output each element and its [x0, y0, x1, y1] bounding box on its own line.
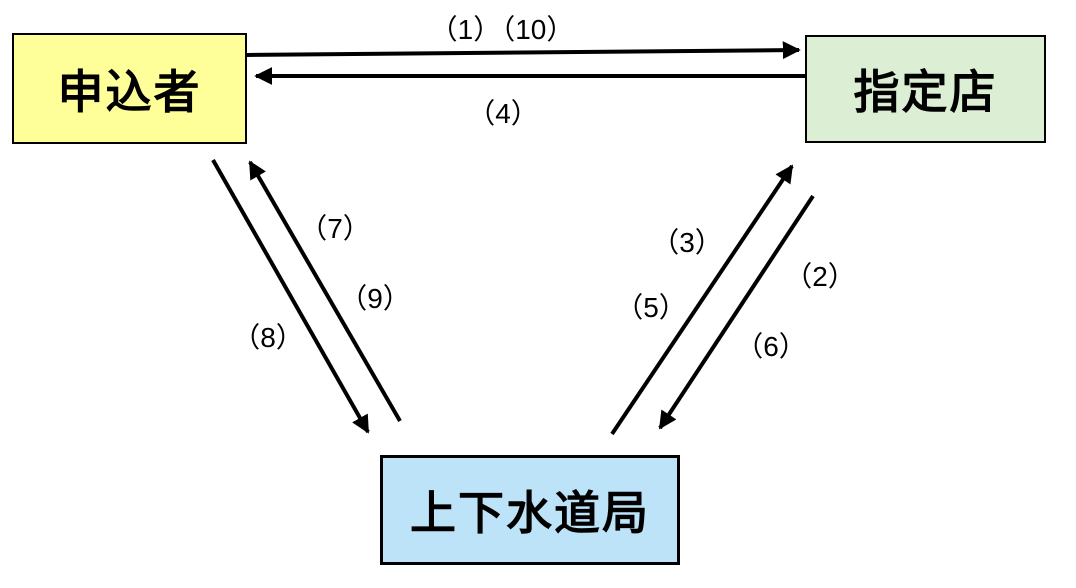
- edge-label-8: （8）: [232, 322, 304, 353]
- edge-label-5: （5）: [615, 292, 687, 323]
- node-bureau: 上下水道局: [380, 455, 680, 565]
- edge-label-9: （9）: [339, 283, 411, 314]
- edge-label-6: （6）: [735, 331, 807, 362]
- edge-label-4: （4）: [467, 98, 539, 129]
- edge-label-1-10: （1）（10）: [429, 14, 575, 45]
- node-applicant: 申込者: [12, 33, 247, 144]
- arrow-applicant-to-shop: [246, 41, 801, 60]
- edge-label-3: （3）: [651, 227, 723, 258]
- node-shop: 指定店: [805, 35, 1046, 143]
- edge-label-2: （2）: [784, 261, 856, 292]
- node-bureau-label: 上下水道局: [410, 487, 650, 539]
- node-shop-label: 指定店: [853, 66, 998, 118]
- node-applicant-label: 申込者: [57, 65, 202, 118]
- edge-label-7: （7）: [299, 213, 371, 244]
